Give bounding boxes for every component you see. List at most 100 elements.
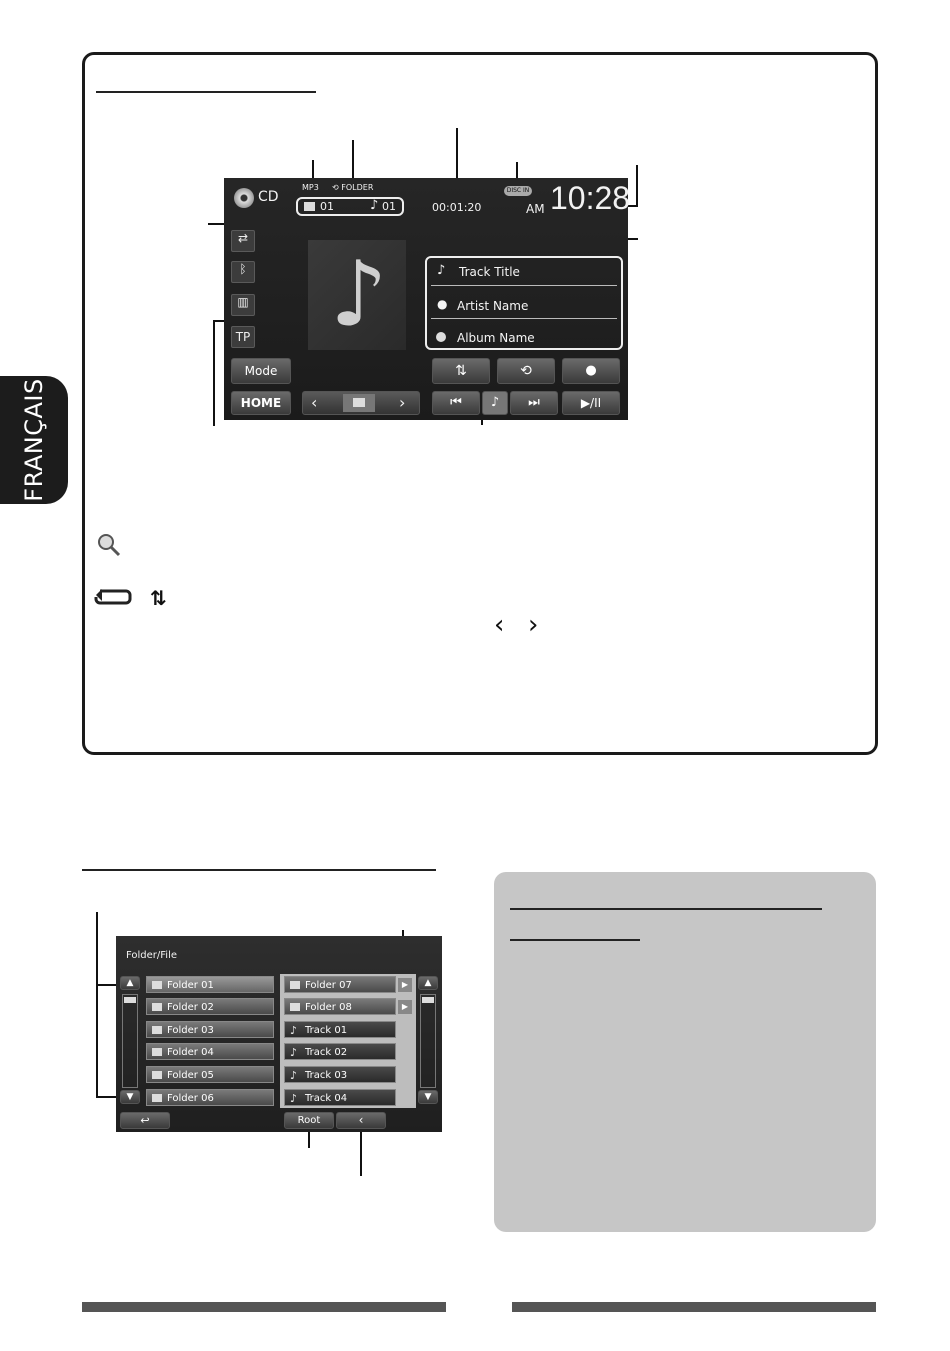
folder-icon — [152, 1048, 162, 1056]
list-item[interactable]: Folder 06 — [146, 1089, 274, 1106]
picture-adjust-button[interactable]: ⇄ — [231, 230, 255, 252]
callout-line — [456, 128, 458, 198]
info-box-heading-underline — [510, 908, 822, 910]
list-item-label: Folder 07 — [305, 980, 352, 991]
list-item[interactable]: ♪Track 04 — [284, 1089, 396, 1106]
divider — [431, 285, 617, 286]
list-title: Folder/File — [126, 950, 178, 961]
list-item[interactable]: ♪Track 03 — [284, 1066, 396, 1083]
folder-list-button[interactable] — [343, 394, 375, 412]
disc-in-indicator: DISC IN — [504, 186, 532, 196]
note-icon: ♪ — [490, 395, 500, 410]
note-icon: ♪ — [437, 263, 446, 278]
repeat-icon: ⟲ — [332, 183, 342, 192]
page-down-button[interactable]: ▼ — [418, 1090, 438, 1104]
list-item[interactable]: Folder 04 — [146, 1043, 274, 1060]
playback-screen-frame — [82, 52, 878, 755]
note-icon: ♪ — [290, 1046, 298, 1059]
list-item[interactable]: Folder 01 — [146, 976, 274, 993]
folder-icon — [152, 1026, 162, 1034]
repeat-button[interactable]: ⟲ — [497, 358, 555, 384]
next-track-icon: ⏭ — [528, 395, 540, 410]
scroll-thumb[interactable] — [124, 997, 136, 1003]
list-item-label: Folder 08 — [305, 1002, 352, 1013]
footer-bar — [512, 1302, 876, 1312]
list-item[interactable]: Folder 03 — [146, 1021, 274, 1038]
repeat-mode-label: FOLDER — [341, 183, 374, 192]
mode-button[interactable]: Mode — [231, 358, 291, 384]
ampm-label: AM — [526, 202, 545, 216]
tp-button[interactable]: TP — [231, 326, 255, 348]
person-icon: ● — [437, 297, 448, 311]
list-item[interactable]: Folder 02 — [146, 998, 274, 1015]
section-title-underline — [82, 869, 436, 871]
page-down-button[interactable]: ▼ — [120, 1090, 140, 1104]
source-label: CD — [258, 189, 279, 205]
list-item[interactable]: Folder 08 — [284, 998, 396, 1015]
note-icon: ♪ — [290, 1024, 298, 1037]
folder-icon — [290, 1003, 300, 1011]
return-icon: ↩ — [140, 1114, 150, 1127]
folder-file-screen: Folder/File ▲ ▼ Folder 01 Folder 02 Fold… — [116, 936, 442, 1132]
format-label: MP3 — [302, 183, 319, 192]
home-button[interactable]: HOME — [231, 391, 291, 415]
sublist-panel — [280, 974, 416, 1108]
page-up-button[interactable]: ▲ — [418, 976, 438, 990]
clock: 10:28 — [550, 180, 631, 216]
callout-line — [96, 912, 98, 1096]
folder-icon — [290, 981, 300, 989]
list-item[interactable]: ♪Track 01 — [284, 1021, 396, 1038]
arrow-up-icon: ▲ — [126, 978, 134, 988]
next-track-button[interactable]: ⏭ — [510, 391, 558, 415]
search-icon — [96, 532, 122, 558]
arrow-right-icon: ▶ — [401, 1002, 409, 1011]
scroll-track[interactable] — [420, 994, 436, 1088]
callout-line — [516, 162, 518, 186]
music-list-button[interactable]: ♪ — [482, 391, 508, 415]
note-icon: ♪ — [290, 1092, 298, 1105]
callout-line — [96, 984, 124, 986]
next-folder-button[interactable]: › — [399, 393, 406, 412]
language-tab-label: FRANÇAIS — [20, 378, 48, 502]
back-button[interactable]: ↩ — [120, 1112, 170, 1129]
list-item[interactable]: Folder 07 — [284, 976, 396, 993]
previous-track-button[interactable]: ⏮ — [432, 391, 480, 415]
equalizer-button[interactable]: ▥ — [231, 294, 255, 316]
list-item[interactable]: ♪ Track 02 — [284, 1043, 396, 1060]
previous-folder-button[interactable]: ‹ — [311, 393, 318, 412]
folder-number: 01 — [320, 200, 334, 213]
previous-icon: ‹ — [494, 610, 505, 640]
bluetooth-button[interactable]: ᛒ — [231, 261, 255, 283]
play-pause-button[interactable]: ▶/II — [562, 391, 620, 415]
bluetooth-icon: ᛒ — [239, 262, 247, 276]
list-item[interactable]: Folder 05 — [146, 1066, 274, 1083]
callout-line — [352, 140, 354, 186]
search-icon: ● — [585, 363, 597, 378]
list-item-label: Folder 03 — [167, 1025, 214, 1036]
arrow-down-icon: ▼ — [424, 1092, 432, 1102]
album-artwork: ♪ — [308, 240, 406, 350]
search-button[interactable]: ● — [562, 358, 620, 384]
callout-line — [312, 160, 314, 186]
page-up-button[interactable]: ▲ — [120, 976, 140, 990]
open-folder-button[interactable]: ▶ — [398, 978, 412, 992]
music-note-icon: ♪ — [330, 242, 388, 347]
play-pause-icon: ▶/II — [580, 396, 602, 410]
list-item-label: Track 02 — [305, 1047, 348, 1058]
root-button[interactable]: Root — [284, 1112, 334, 1129]
open-folder-button[interactable]: ▶ — [398, 1000, 412, 1014]
track-title: Track Title — [459, 265, 520, 279]
up-level-button[interactable]: ‹ — [336, 1112, 386, 1129]
random-button[interactable]: ⇅ — [432, 358, 490, 384]
list-item-label: Folder 06 — [167, 1093, 214, 1104]
folder-nav-group: ‹ › — [302, 391, 420, 415]
next-icon: › — [528, 610, 539, 640]
info-box-heading-underline — [510, 939, 640, 941]
scroll-track[interactable] — [122, 994, 138, 1088]
scroll-thumb[interactable] — [422, 997, 434, 1003]
random-icon: ⇅ — [455, 363, 467, 379]
folder-icon — [152, 981, 162, 989]
footer-bar — [82, 1302, 446, 1312]
note-icon: ♪ — [370, 198, 379, 213]
folder-icon — [304, 202, 315, 211]
